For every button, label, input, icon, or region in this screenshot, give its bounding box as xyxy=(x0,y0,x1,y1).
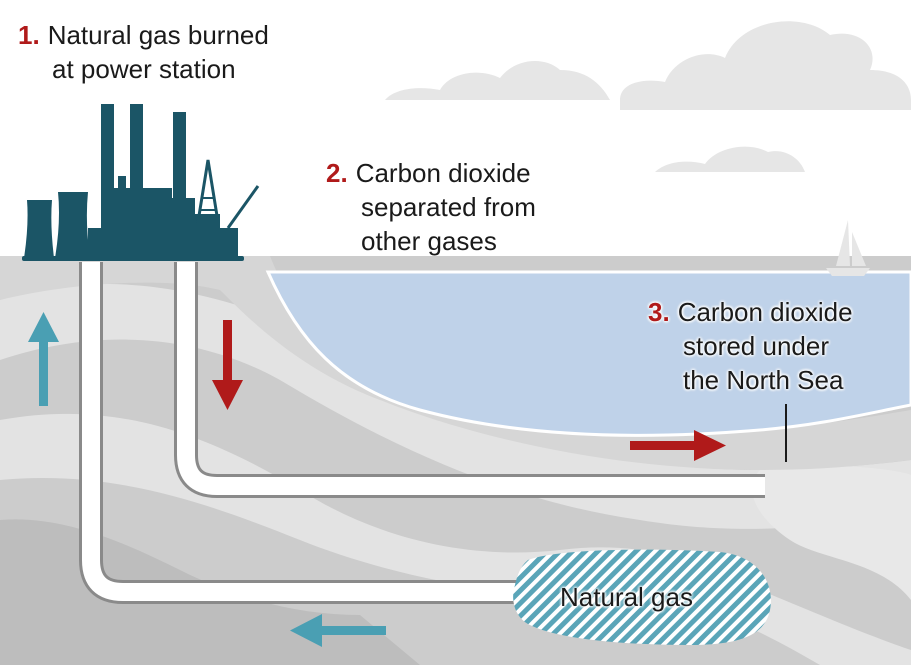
step-2-line-2: separated from xyxy=(361,192,536,222)
step-3-number: 3. xyxy=(648,297,670,327)
step-2-line-1: Carbon dioxide xyxy=(355,158,531,188)
sailboat-icon xyxy=(826,220,870,276)
step-2-line-3: other gases xyxy=(361,226,497,256)
pipe-co2 xyxy=(174,262,765,498)
power-station-icon xyxy=(22,104,260,261)
pipe-gas xyxy=(79,262,535,604)
gas-reservoir xyxy=(513,549,771,645)
step-3-line-3: the North Sea xyxy=(683,365,844,395)
step-1-line-2: at power station xyxy=(52,54,236,84)
arrow-right-icon xyxy=(630,430,726,461)
step-3-label: 3.Carbon dioxide stored under the North … xyxy=(648,295,853,397)
cloud-icon xyxy=(385,21,911,172)
step-2-label: 2.Carbon dioxide separated from other ga… xyxy=(326,156,536,258)
step-3-line-1: Carbon dioxide xyxy=(677,297,853,327)
step-2-number: 2. xyxy=(326,158,348,188)
sea xyxy=(265,270,911,437)
arrow-down-icon xyxy=(212,320,243,410)
step-3-line-2: stored under xyxy=(683,331,829,361)
arrow-left-icon xyxy=(290,614,386,647)
step-1-number: 1. xyxy=(18,20,40,50)
step-1-label: 1.Natural gas burned at power station xyxy=(18,18,269,86)
step-1-line-1: Natural gas burned xyxy=(47,20,269,50)
arrow-up-icon xyxy=(28,312,59,406)
reservoir-label: Natural gas xyxy=(560,582,693,612)
